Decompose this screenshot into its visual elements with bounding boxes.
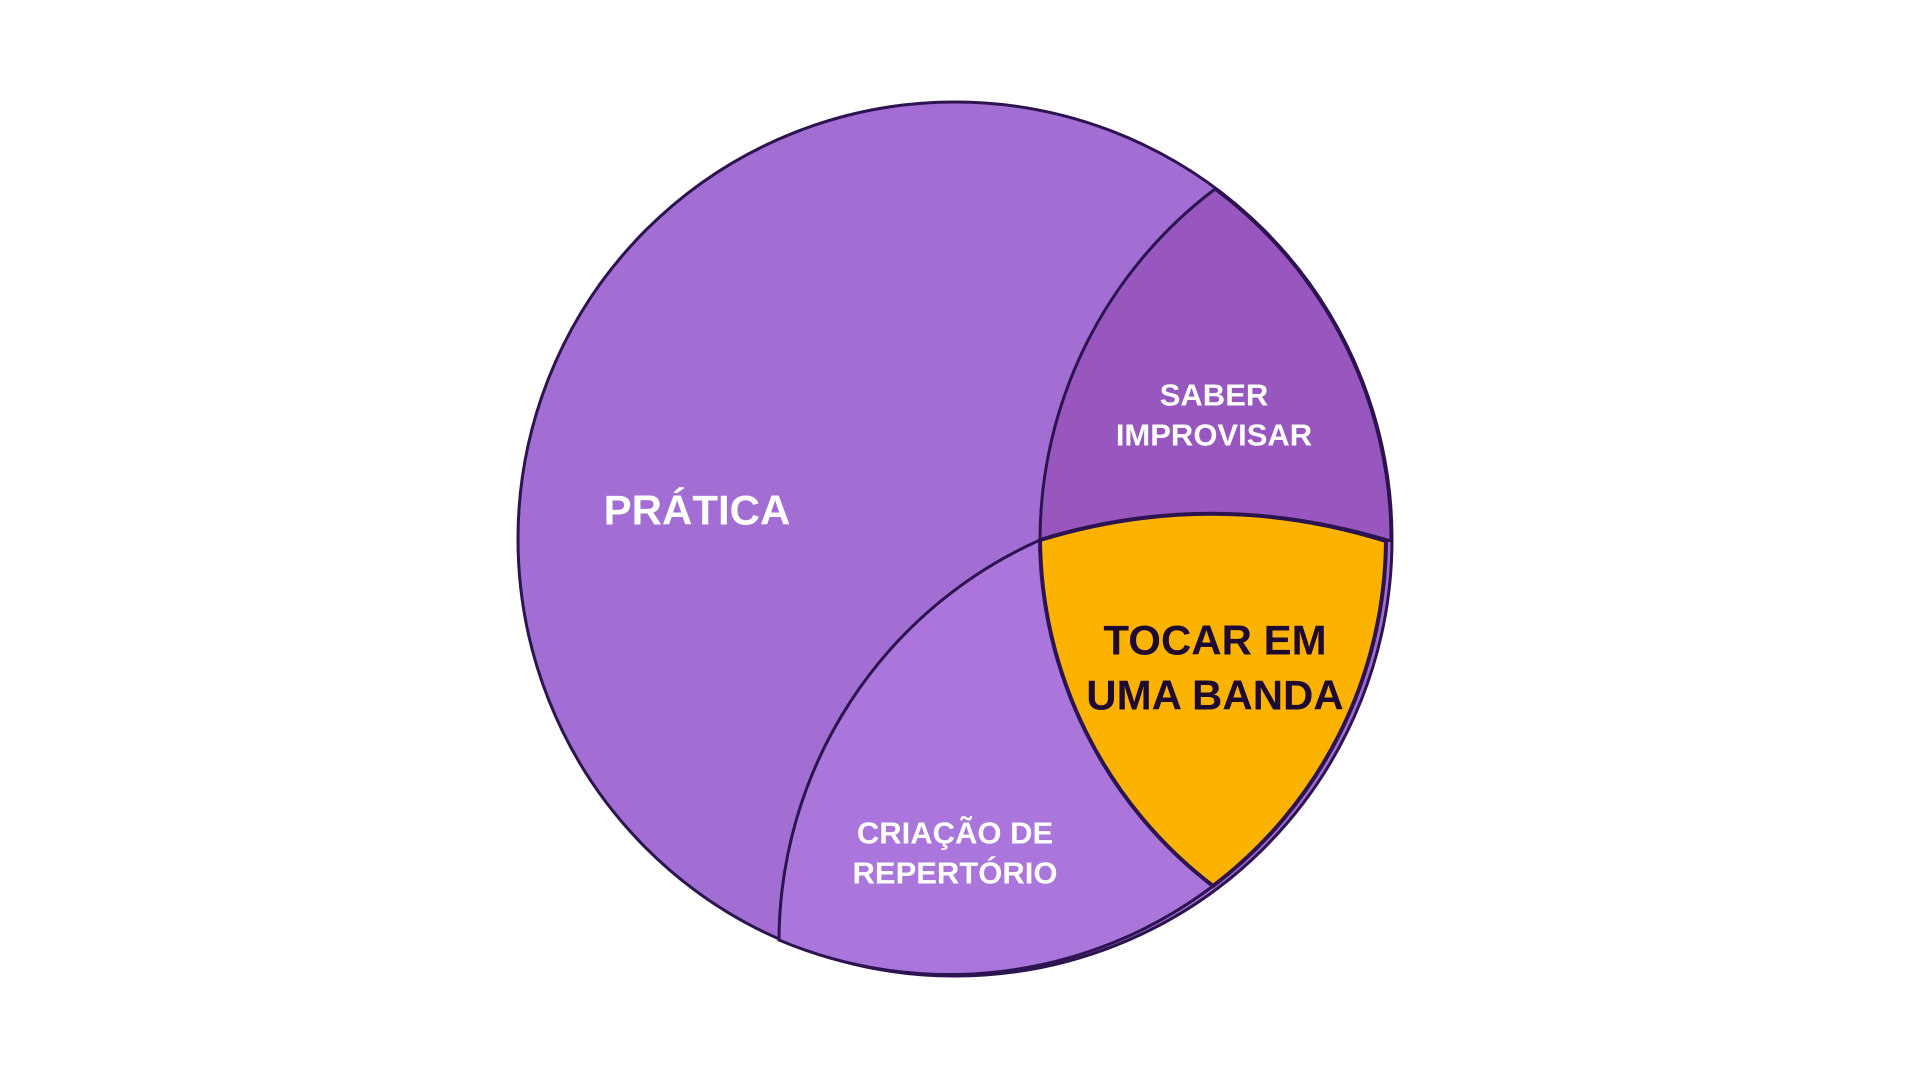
label-pratica: PRÁTICA xyxy=(604,484,791,535)
label-criacao-line1: CRIAÇÃO DE xyxy=(856,815,1054,851)
label-pratica-text: PRÁTICA xyxy=(603,486,791,534)
label-banda-line1: TOCAR EM xyxy=(1103,616,1327,664)
label-saber-line1: SABER xyxy=(1159,377,1269,413)
label-saber-improvisar: SABER IMPROVISAR xyxy=(1116,376,1312,457)
region-tocar-banda xyxy=(1037,511,1389,889)
label-criacao-repertorio: CRIAÇÃO DE REPERTÓRIO xyxy=(853,814,1058,895)
label-saber-line2: IMPROVISAR xyxy=(1115,418,1313,453)
label-banda-line2: UMA BANDA xyxy=(1086,671,1344,718)
label-criacao-line2: REPERTÓRIO xyxy=(852,856,1058,891)
label-tocar-banda: TOCAR EM UMA BANDA xyxy=(1086,613,1343,722)
